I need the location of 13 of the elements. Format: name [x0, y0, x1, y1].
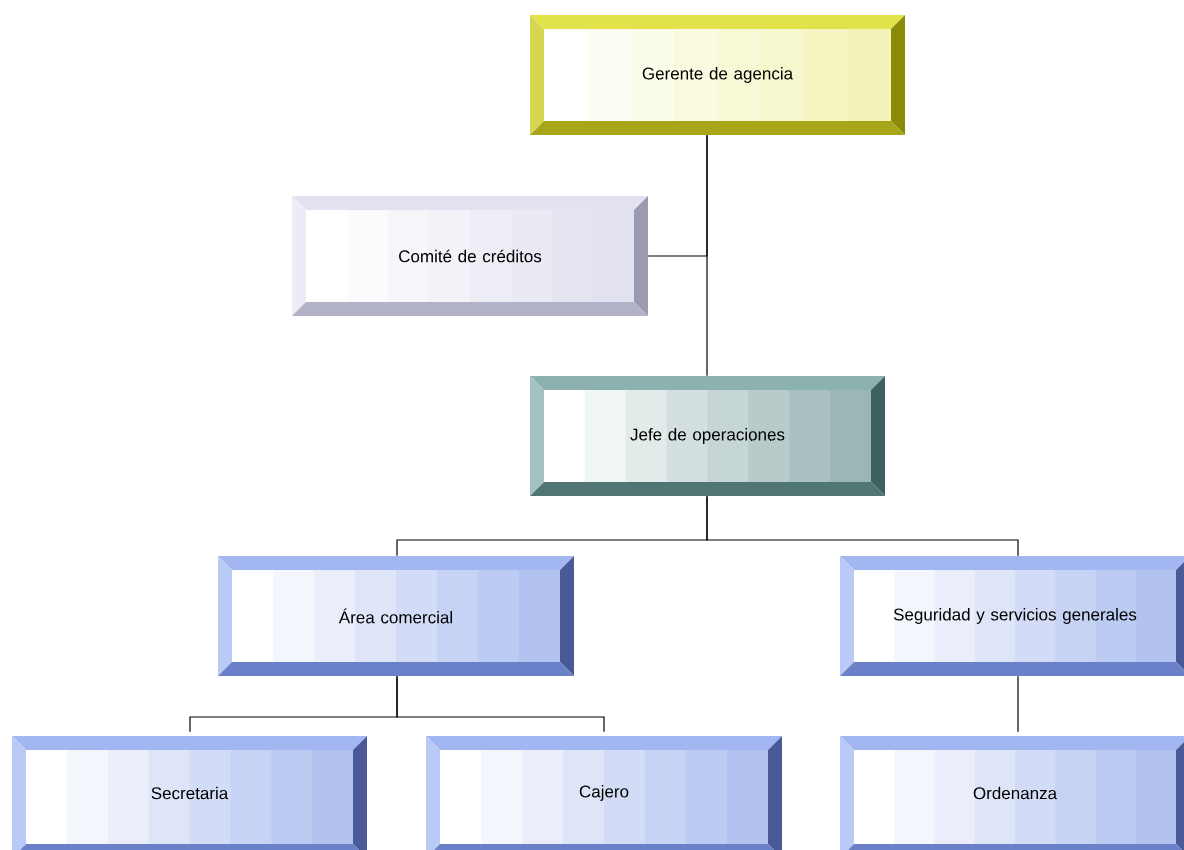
connector-line	[706, 495, 1019, 557]
org-box: Jefe de operaciones	[530, 376, 885, 496]
org-box: Seguridad y servicios generales	[840, 556, 1184, 676]
org-box: Área comercial	[218, 556, 574, 676]
connector-line	[1017, 675, 1019, 733]
org-box: Gerente de agencia	[530, 15, 905, 135]
org-box: Comité de créditos	[292, 196, 648, 316]
org-box: Ordenanza	[840, 736, 1184, 850]
org-box: Secretaria	[12, 736, 367, 850]
connector-line	[396, 675, 605, 733]
org-box: Cajero	[426, 736, 782, 850]
connector-line	[706, 134, 708, 377]
node-label: Comité de créditos	[399, 249, 542, 263]
